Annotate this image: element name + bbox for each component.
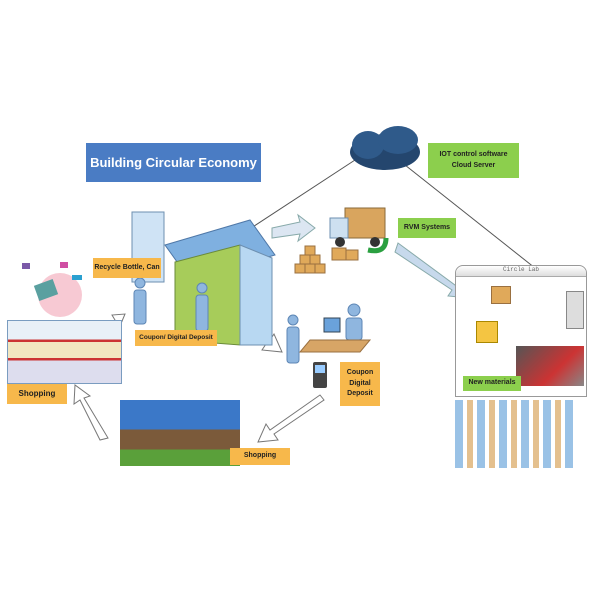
computer-icon bbox=[323, 317, 341, 333]
truck-icon bbox=[329, 207, 389, 254]
server-rack-icon bbox=[566, 291, 584, 329]
coupon-label: Coupon/ Digital Deposit bbox=[135, 330, 217, 346]
cloud-lab-line bbox=[404, 164, 536, 269]
person-icon bbox=[134, 277, 146, 289]
person-icon bbox=[196, 282, 208, 294]
circle-lab-title: Circle Lab bbox=[456, 266, 586, 277]
boxes-icon bbox=[294, 245, 359, 274]
desk-icon bbox=[298, 339, 372, 353]
forklift-icon bbox=[476, 321, 498, 343]
cloud-server-label: Cloud Server bbox=[451, 161, 496, 169]
house-photo bbox=[120, 400, 240, 466]
shopping-label-house: Shopping bbox=[230, 448, 290, 465]
shopping-label-store: Shopping bbox=[7, 384, 67, 404]
arrow-to-truck bbox=[271, 213, 316, 243]
cloud-kiosk-line bbox=[244, 159, 356, 233]
person-icon bbox=[287, 314, 299, 326]
circle-lab-panel: Circle Lab New materials bbox=[455, 265, 587, 397]
iot-label: IOT control software bbox=[439, 151, 508, 158]
rvm-kiosk bbox=[131, 211, 276, 346]
store-photo bbox=[7, 320, 122, 384]
materials-icon-grid bbox=[455, 400, 575, 468]
page-title: Building Circular Economy bbox=[86, 143, 261, 182]
iot-cloud-label: IOT control software Cloud Server bbox=[428, 143, 519, 178]
machine-photo bbox=[516, 346, 584, 386]
new-materials-label: New materials bbox=[463, 376, 521, 391]
person-icon bbox=[347, 303, 361, 317]
box-icon bbox=[491, 286, 511, 304]
arrow-to-house bbox=[257, 394, 325, 443]
coupon-digital-deposit-label: Coupon Digital Deposit bbox=[340, 362, 380, 406]
rvm-systems-label: RVM Systems bbox=[398, 218, 456, 238]
recycle-label: Recycle Bottle, Can bbox=[93, 258, 161, 278]
arrow-to-store bbox=[73, 384, 109, 441]
cloud-icon bbox=[350, 126, 420, 170]
shopping-apps-wheel bbox=[22, 262, 82, 317]
